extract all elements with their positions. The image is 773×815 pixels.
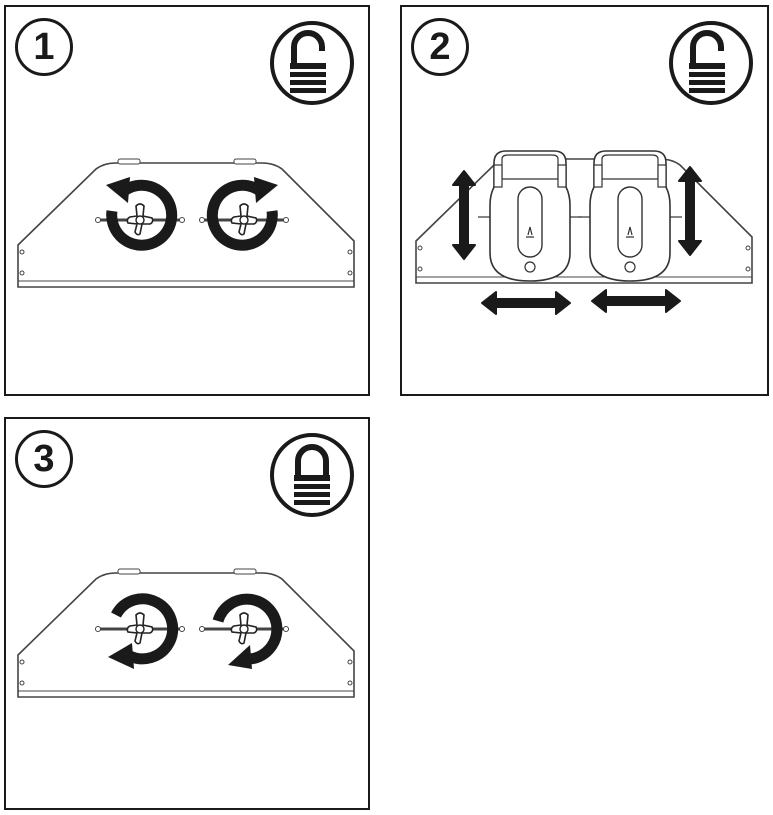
step-3-panel: 3	[4, 417, 370, 810]
left-seat-mount	[477, 150, 583, 282]
step-1-panel: 1	[4, 5, 370, 396]
horizontal-adjust-arrow-right-icon	[591, 289, 681, 313]
horizontal-adjust-arrow-left-icon	[481, 291, 571, 315]
rotate-clockwise-arrow-icon	[108, 593, 179, 669]
rotate-counterclockwise-arrow-icon	[106, 177, 178, 251]
rotate-clockwise-arrow-icon	[206, 177, 278, 251]
seat-adjustment-illustration	[415, 150, 753, 315]
step-number-badge: 3	[15, 430, 73, 488]
right-seat-mount	[577, 150, 683, 282]
step-number-badge: 1	[15, 18, 73, 76]
mounting-plate-illustration	[17, 158, 355, 288]
step-number-badge: 2	[411, 18, 469, 76]
rotate-counterclockwise-arrow-icon	[212, 593, 283, 669]
mounting-plate-illustration	[17, 568, 355, 698]
step-2-panel: 2	[400, 5, 769, 396]
